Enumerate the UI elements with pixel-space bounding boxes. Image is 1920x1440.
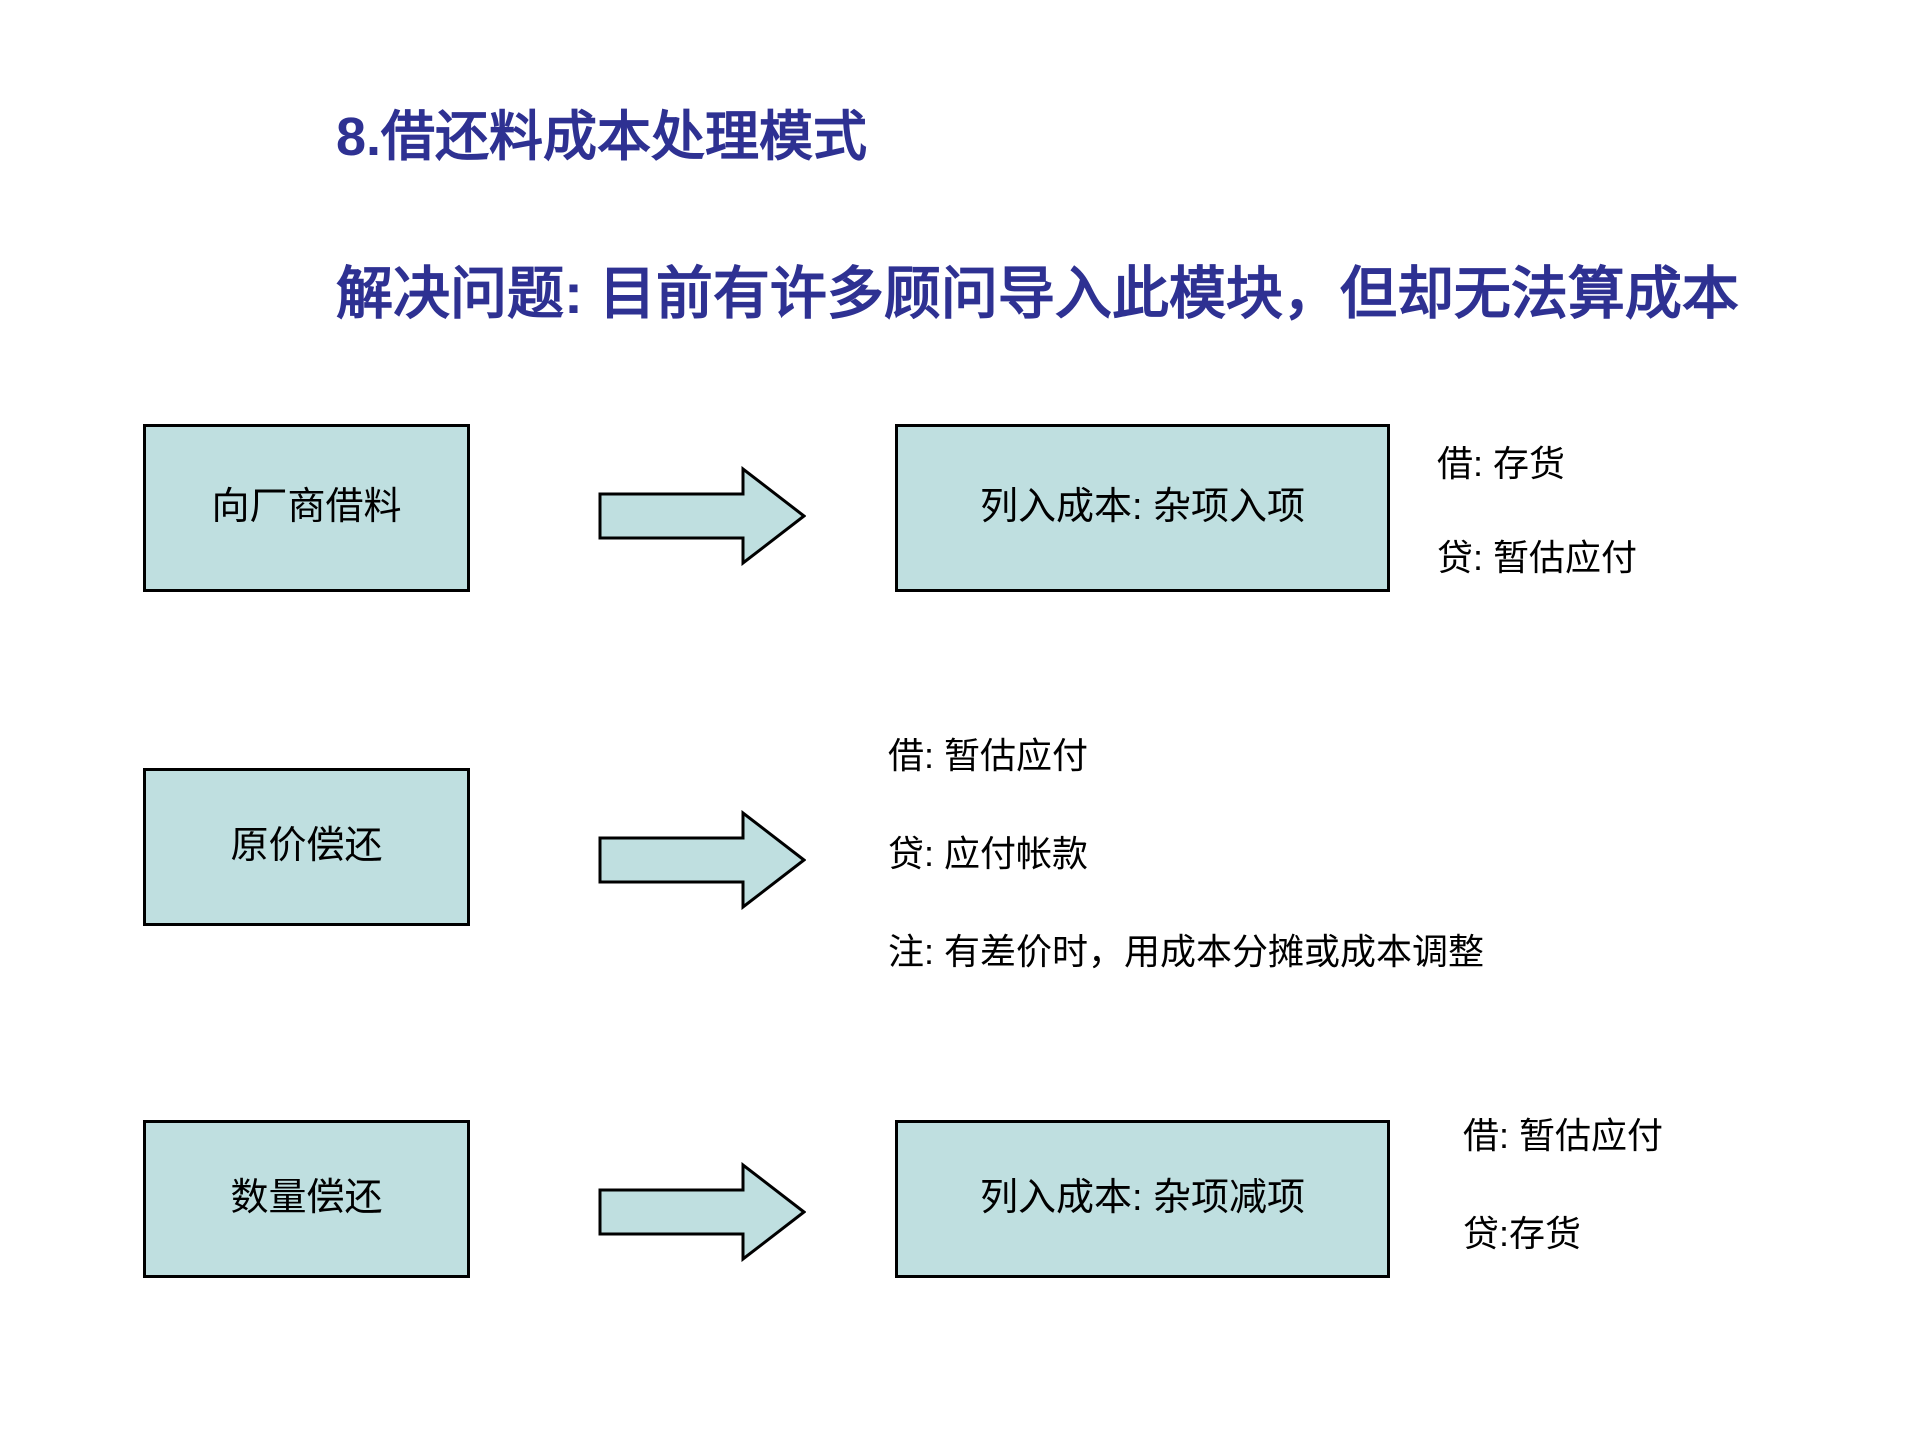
right-arrow-icon (598, 465, 807, 567)
note-line: 注: 有差价时，用成本分摊或成本调整 (888, 931, 1485, 972)
process-box-source: 原价偿还 (143, 768, 470, 926)
flow-row: 原价偿还 借: 暂估应付 贷: 应付帐款 注: 有差价时，用成本分摊或成本调整 (0, 738, 1920, 970)
note-line: 借: 暂估应付 (1463, 1115, 1664, 1156)
flow-row: 数量偿还 列入成本: 杂项减项 借: 暂估应付 贷:存货 (0, 1112, 1920, 1312)
journal-entry-notes: 借: 暂估应付 贷: 应付帐款 注: 有差价时，用成本分摊或成本调整 (888, 738, 1484, 970)
journal-entry-notes: 借: 存货 贷: 暂估应付 (1437, 446, 1637, 576)
note-line: 贷: 应付帐款 (888, 833, 1089, 874)
note-line: 贷: 暂估应付 (1437, 537, 1638, 578)
process-box-target: 列入成本: 杂项入项 (895, 424, 1390, 592)
right-arrow-icon (598, 809, 807, 911)
note-line: 贷:存货 (1463, 1213, 1582, 1254)
flow-row: 向厂商借料 列入成本: 杂项入项 借: 存货 贷: 暂估应付 (0, 424, 1920, 624)
page-title: 8.借还料成本处理模式 (336, 107, 868, 167)
process-box-source: 数量偿还 (143, 1120, 470, 1278)
process-box-target: 列入成本: 杂项减项 (895, 1120, 1390, 1278)
note-line: 借: 暂估应付 (888, 735, 1089, 776)
right-arrow-icon (598, 1161, 807, 1263)
journal-entry-notes: 借: 暂估应付 贷:存货 (1463, 1118, 1663, 1252)
process-box-source: 向厂商借料 (143, 424, 470, 592)
note-line: 借: 存货 (1437, 443, 1566, 484)
page-subtitle: 解决问题: 目前有许多顾问导入此模块，但却无法算成本 (336, 262, 1739, 326)
